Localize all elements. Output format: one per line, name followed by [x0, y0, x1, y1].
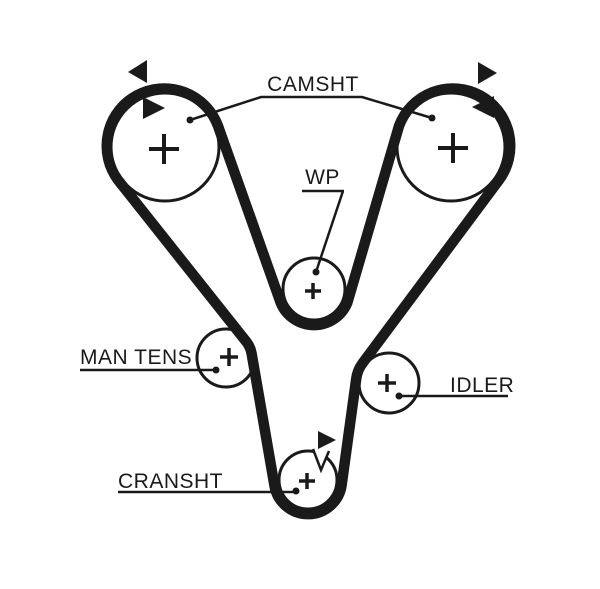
idler-leader-dot: [395, 392, 403, 400]
camshaft-left-center-mark: [149, 134, 179, 164]
camshaft-leader-line: [189, 95, 433, 122]
tensioner-leader-dot: [212, 366, 220, 374]
camshaft-left-inner-arrow-icon: [143, 97, 165, 119]
water-pump-center-mark: [305, 283, 321, 299]
crankshaft-notch-mark: [311, 448, 331, 474]
tensioner-label: MAN TENS: [80, 346, 193, 369]
tensioner-center-mark: [220, 348, 238, 366]
timing-belt-path: [101, 83, 516, 520]
camshaft-right-inner-arrow-icon: [472, 96, 494, 118]
camshaft-left-leader-dot: [186, 116, 194, 124]
camshaft-label: CAMSHT: [267, 73, 359, 96]
idler-label: IDLER: [450, 374, 515, 397]
camshaft-right-leader-dot: [428, 114, 436, 122]
crankshaft-leader-dot: [292, 487, 300, 495]
crankshaft-arrow-icon: [318, 431, 336, 449]
idler-center-mark: [378, 374, 396, 392]
camshaft-right-outer-arrow-icon: [478, 62, 497, 84]
water-pump-leader-line: [302, 189, 345, 273]
crankshaft-label: CRANSHT: [118, 470, 224, 493]
water-pump-label: WP: [305, 166, 340, 189]
camshaft-left-outer-arrow-icon: [128, 60, 147, 83]
crankshaft-center-mark: [299, 473, 315, 489]
water-pump-leader-dot: [312, 268, 320, 276]
camshaft-right-center-mark: [438, 133, 468, 163]
